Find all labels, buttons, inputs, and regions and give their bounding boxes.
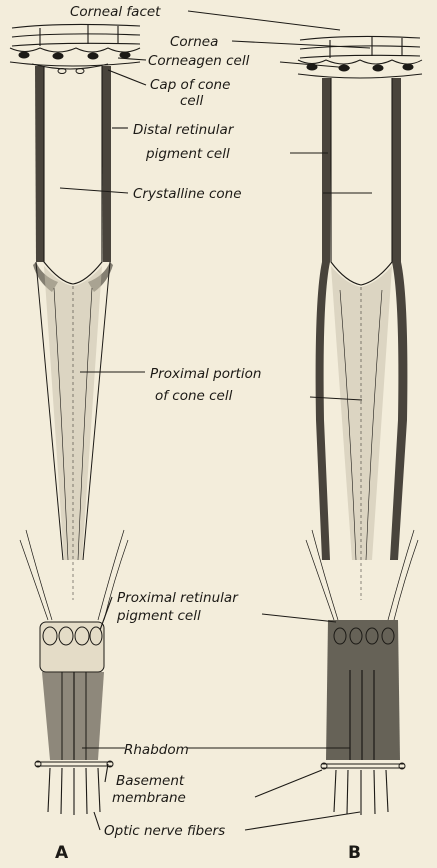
label-rhabdom: Rhabdom: [124, 742, 189, 758]
label-cornea: Cornea: [170, 34, 218, 50]
cornea-a: [12, 24, 140, 46]
proximal-cone-b: [331, 266, 392, 600]
label-crystalline-cone: Crystalline cone: [133, 186, 242, 202]
crystalline-cone-b: [331, 78, 392, 285]
label-cap-of-cone-line1: Cap of cone: [150, 77, 230, 93]
label-optic-nerve-fibers: Optic nerve fibers: [104, 823, 225, 839]
label-distal-pigment-line2: pigment cell: [145, 146, 230, 162]
crystalline-cone-a: [44, 66, 102, 284]
label-basement-line1: Basement: [116, 773, 185, 789]
corneagen-cells-b: [298, 60, 422, 78]
label-proximal-cone-line1: Proximal portion: [150, 366, 261, 382]
label-corneagen-cell: Corneagen cell: [148, 53, 250, 69]
distal-pigment-a: [33, 66, 113, 292]
panel-label-a: A: [55, 843, 69, 863]
basement-membrane-a: [35, 761, 113, 767]
rhabdom-a: [42, 672, 104, 760]
label-proximal-cone-line2: of cone cell: [155, 388, 233, 404]
proximal-pigment-b: [326, 620, 400, 760]
panel-a-ommatidium: [10, 24, 140, 815]
label-proximal-pigment-line2: pigment cell: [116, 608, 201, 624]
panel-label-b: B: [348, 843, 361, 863]
label-basement-line2: membrane: [112, 790, 186, 806]
optic-nerve-fibers-b: [334, 770, 388, 815]
optic-nerve-fibers-a: [48, 768, 100, 815]
proximal-cone-a: [36, 262, 110, 600]
label-proximal-pigment-line1: Proximal retinular: [117, 590, 239, 606]
label-cap-of-cone-line2: cell: [180, 93, 203, 109]
basement-membrane-b: [321, 763, 405, 769]
label-corneal-facet: Corneal facet: [70, 4, 161, 20]
corneagen-cells-a: [10, 48, 140, 66]
label-distal-pigment-line1: Distal retinular: [133, 122, 235, 138]
proximal-pigment-a: [40, 622, 104, 672]
